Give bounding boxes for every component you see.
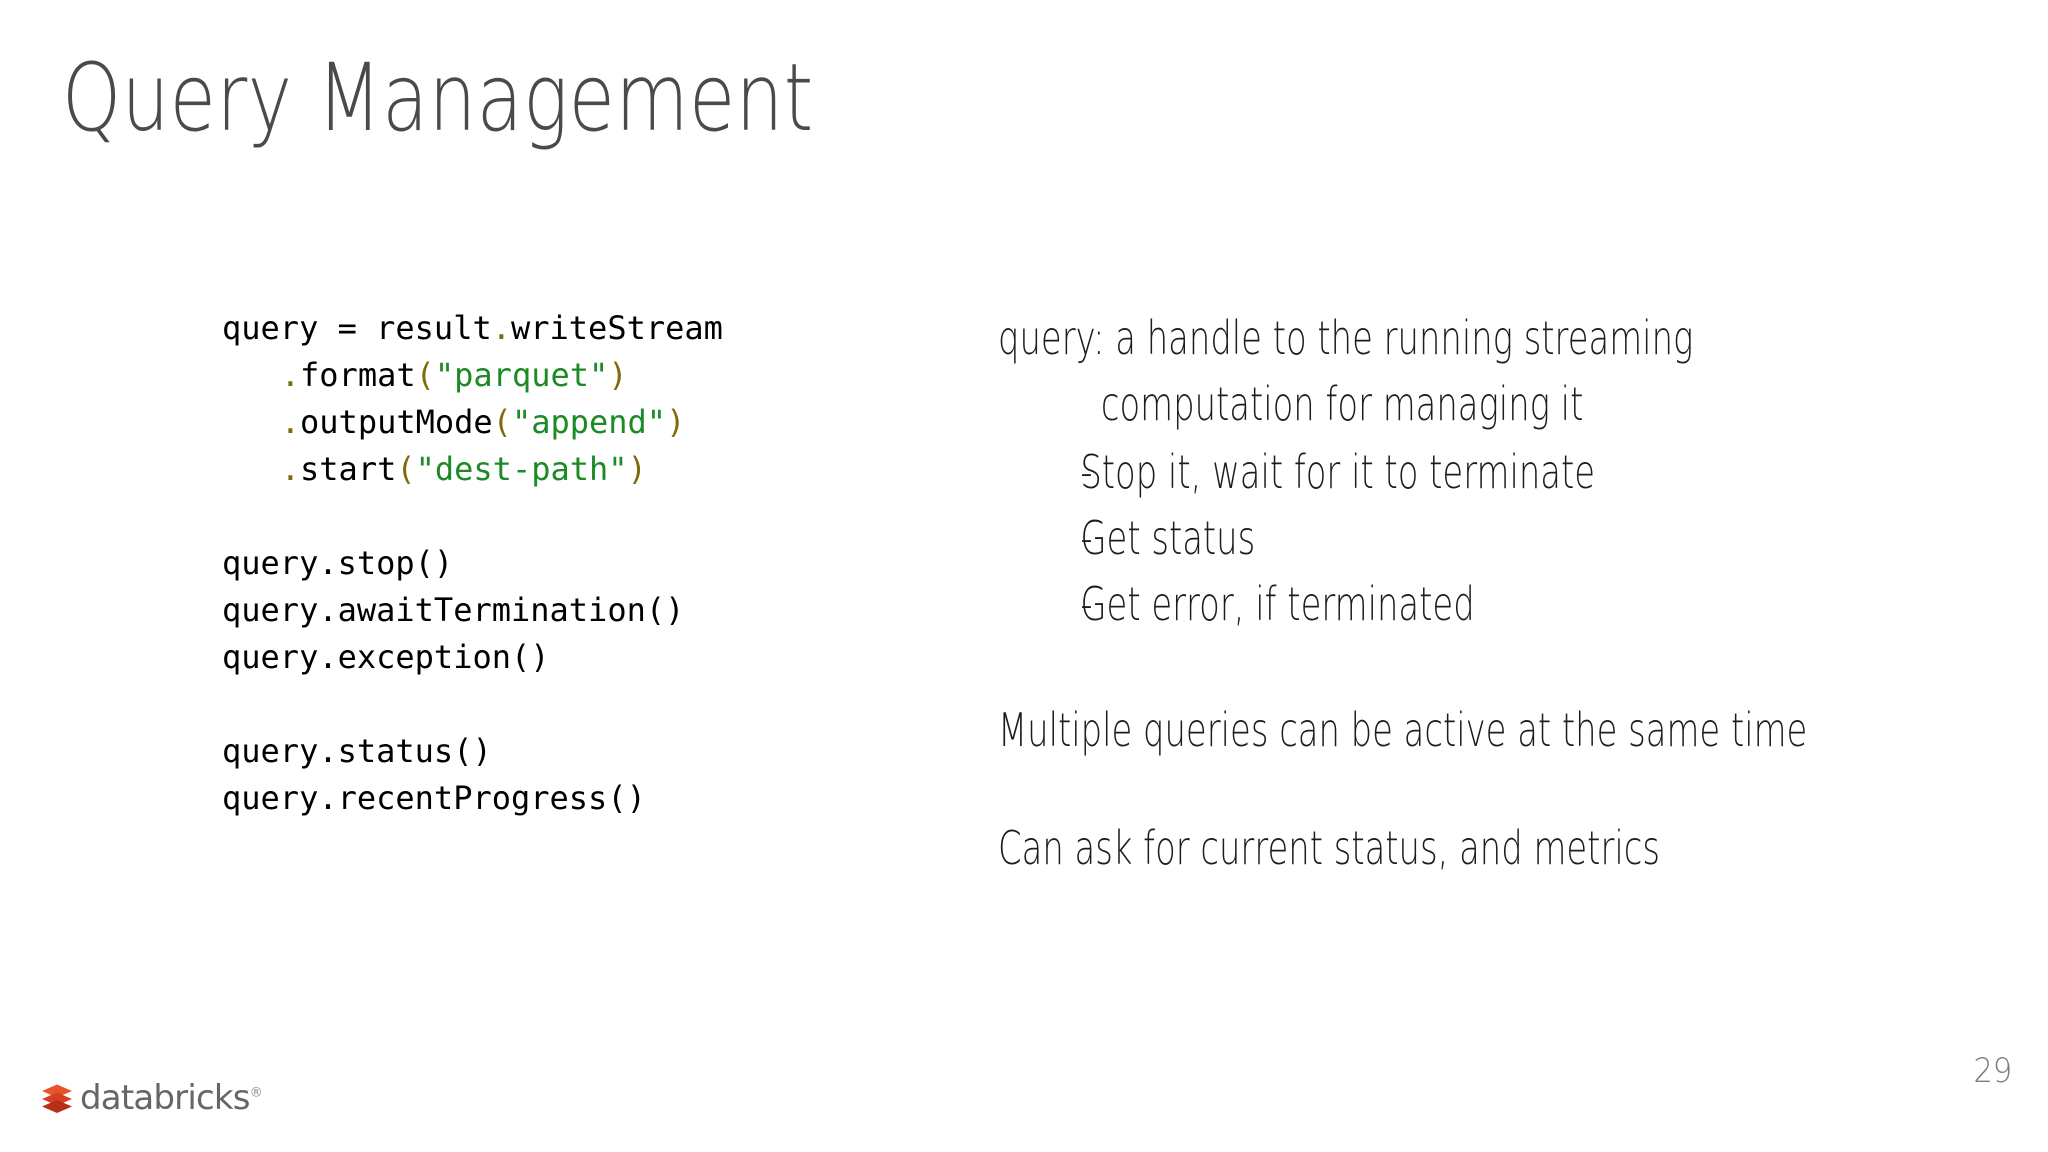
notes-intro-line-1: query: a handle to the running streaming (998, 311, 1694, 365)
code-token-punct: ( (492, 403, 512, 441)
code-token-punct: ( (396, 450, 416, 488)
code-line: query.status() (222, 728, 962, 775)
spacer (998, 637, 2008, 697)
code-token-plain: query.stop() (222, 544, 454, 582)
code-blank-line (222, 493, 962, 540)
code-token-plain: query.awaitTermination() (222, 591, 685, 629)
notes-paragraph-2: Can ask for current status, and metrics (998, 821, 1660, 875)
databricks-stacked-layers-icon (40, 1081, 74, 1115)
code-token-plain: outputMode (300, 403, 493, 441)
code-token-plain: start (300, 450, 397, 488)
code-line: .start("dest-path") (222, 446, 962, 493)
code-line: query.stop() (222, 540, 962, 587)
code-line: .outputMode("append") (222, 399, 962, 446)
code-line: query.recentProgress() (222, 775, 962, 822)
code-token-punct: . (280, 403, 301, 441)
code-token-string: "parquet" (434, 356, 609, 394)
list-item: -Get error, if terminated (998, 571, 2008, 637)
list-item: -Stop it, wait for it to terminate (998, 439, 2008, 505)
code-token-plain: query.recentProgress() (222, 779, 646, 817)
bullet-dash-icon: - (1080, 511, 1093, 565)
spacer (998, 763, 2008, 815)
code-token-string: "append" (511, 403, 667, 441)
bullet-dash-icon: - (1080, 577, 1093, 631)
code-token-punct: . (280, 356, 301, 394)
code-token-plain: writeStream (510, 309, 723, 347)
code-blank-line (222, 681, 962, 728)
code-line: query.exception() (222, 634, 962, 681)
databricks-logo: databricks® (40, 1078, 263, 1118)
notes-paragraph-1: Multiple queries can be active at the sa… (998, 703, 1808, 757)
code-token-punct: ) (627, 450, 647, 488)
code-token-punct: ( (415, 356, 435, 394)
databricks-wordmark: databricks® (80, 1078, 263, 1118)
code-token-plain: format (300, 356, 416, 394)
code-token-string: "dest-path" (415, 450, 628, 488)
list-item-label: Stop it, wait for it to terminate (1080, 445, 1596, 499)
databricks-wordmark-text: databricks (80, 1078, 250, 1118)
code-token-plain: query.status() (222, 732, 492, 770)
list-item: -Get status (998, 505, 2008, 571)
notes-bullet-list: -Stop it, wait for it to terminate-Get s… (998, 439, 2008, 637)
code-token-punct: . (491, 309, 511, 347)
code-line: query.awaitTermination() (222, 587, 962, 634)
page-title: Query Management (62, 44, 814, 153)
code-block: query = result.writeStream.format("parqu… (222, 305, 962, 822)
code-line: query = result.writeStream (222, 305, 962, 352)
list-item-label: Get error, if terminated (1080, 577, 1475, 631)
code-token-plain: query = result (222, 309, 492, 347)
notes-column: query: a handle to the running streaming… (998, 305, 2008, 881)
notes-intro-line-2: computation for managing it (1100, 377, 1584, 431)
code-token-punct: ) (608, 356, 628, 394)
registered-trademark-icon: ® (249, 1085, 263, 1101)
code-line: .format("parquet") (222, 352, 962, 399)
page-number: 29 (1973, 1051, 2012, 1091)
code-column: query = result.writeStream.format("parqu… (222, 305, 962, 822)
code-token-punct: . (280, 450, 301, 488)
list-item-label: Get status (1080, 511, 1256, 565)
code-token-plain: query.exception() (222, 638, 550, 676)
bullet-dash-icon: - (1080, 445, 1093, 499)
code-token-punct: ) (666, 403, 686, 441)
